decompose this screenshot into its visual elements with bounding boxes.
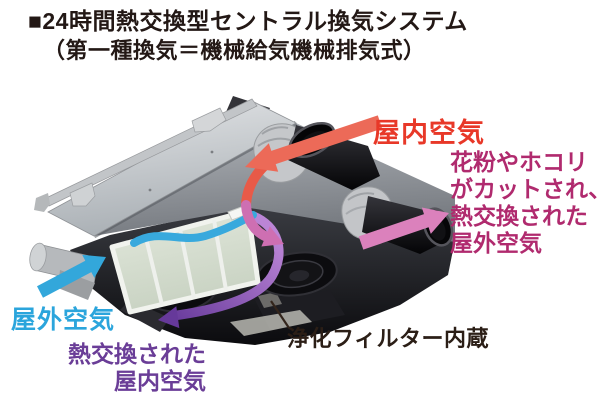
filter-note-leader-line bbox=[270, 300, 290, 329]
panel-screw bbox=[210, 150, 214, 154]
title-line-1: ■24時間熱交換型セントラル換気システム bbox=[28, 8, 468, 34]
outdoor-air-intake-arrow bbox=[37, 254, 106, 298]
label-exchanged-indoor-air: 熱交換された 屋内空気 bbox=[60, 341, 206, 395]
label-line: 熱交換された bbox=[68, 341, 206, 367]
label-line: がカットされ、 bbox=[450, 176, 600, 202]
mount-hook bbox=[34, 193, 50, 212]
page-title: ■24時間熱交換型セントラル換気システム （第一種換気＝機械給気機械排気式） bbox=[28, 6, 468, 66]
label-indoor-air: 屋内空気 bbox=[373, 118, 485, 148]
panel-screw bbox=[148, 188, 152, 192]
supply-outlet-arrow bbox=[358, 207, 449, 250]
outdoor-air-internal-flow bbox=[130, 211, 257, 247]
underside-foam-patch bbox=[258, 292, 282, 308]
indoor-air-intake-arrow bbox=[245, 115, 383, 172]
underside-foam-strip bbox=[230, 310, 312, 336]
title-line-2: （第一種換気＝機械給気機械排気式） bbox=[43, 38, 426, 63]
label-line: 熱交換された bbox=[450, 203, 588, 229]
label-line: 屋内空気 bbox=[114, 368, 206, 394]
label-filter-note: 浄化フィルター内蔵 bbox=[287, 326, 490, 351]
mount-bracket bbox=[69, 182, 96, 207]
label-filtered-outdoor-air: 花粉やホコリ がカットされ、 熱交換された 屋外空気 bbox=[450, 149, 600, 257]
label-line: 花粉やホコリ bbox=[450, 149, 588, 175]
label-outdoor-air: 屋外空気 bbox=[11, 306, 116, 334]
label-line: 屋外空気 bbox=[450, 230, 542, 256]
mount-bracket bbox=[191, 107, 227, 133]
